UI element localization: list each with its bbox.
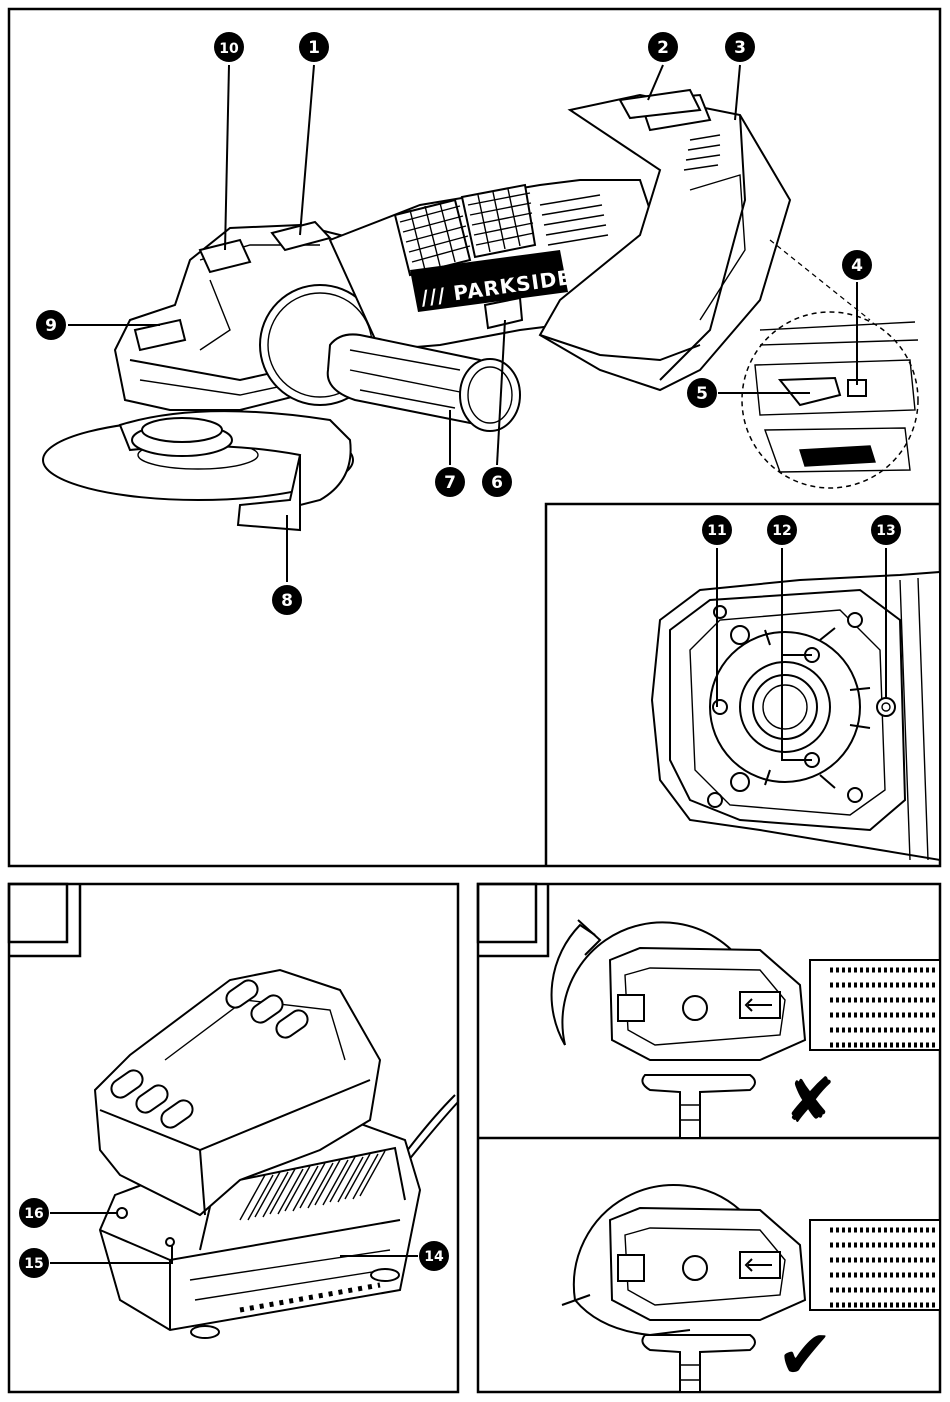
callout-9: 9 xyxy=(36,310,66,340)
callout-13: 13 xyxy=(871,515,901,545)
svg-text:9: 9 xyxy=(45,316,57,336)
callout-7: 7 xyxy=(435,467,465,497)
callout-1: 1 xyxy=(299,32,329,62)
callout-16: 16 xyxy=(19,1198,49,1228)
svg-text:3: 3 xyxy=(734,38,746,58)
panel-b: 16 15 14 xyxy=(9,884,458,1392)
svg-text:12: 12 xyxy=(772,523,791,539)
svg-text:1: 1 xyxy=(308,38,320,58)
svg-text:8: 8 xyxy=(281,591,293,611)
callout-15: 15 xyxy=(19,1248,49,1278)
svg-text:4: 4 xyxy=(851,256,863,276)
flange-detail-drawing xyxy=(652,572,940,860)
callout-11: 11 xyxy=(702,515,732,545)
svg-text:6: 6 xyxy=(491,473,503,493)
svg-text:7: 7 xyxy=(444,473,456,493)
callout-12: 12 xyxy=(767,515,797,545)
callout-14: 14 xyxy=(419,1241,449,1271)
callout-6: 6 xyxy=(482,467,512,497)
guard-position-wrong-drawing: ✘ xyxy=(552,920,940,1138)
callout-10: 10 xyxy=(214,32,244,62)
callout-2: 2 xyxy=(648,32,678,62)
panel-c: ✘ ✔ xyxy=(478,884,940,1395)
callout-5: 5 xyxy=(687,378,717,408)
panel-a: /// PARKSIDE xyxy=(9,9,940,866)
svg-text:14: 14 xyxy=(424,1249,444,1265)
svg-text:16: 16 xyxy=(24,1206,43,1222)
svg-text:10: 10 xyxy=(219,41,239,57)
svg-text:2: 2 xyxy=(657,38,669,58)
panel-c-letter-box xyxy=(478,884,536,942)
svg-text:5: 5 xyxy=(696,384,708,404)
guard-position-right-drawing: ✔ xyxy=(562,1185,940,1395)
callout-8: 8 xyxy=(272,585,302,615)
svg-text:11: 11 xyxy=(707,523,726,539)
svg-text:13: 13 xyxy=(876,523,895,539)
callout-4: 4 xyxy=(842,250,872,280)
wrong-mark: ✘ xyxy=(784,1064,836,1137)
svg-text:15: 15 xyxy=(24,1256,43,1272)
charger-drawing xyxy=(95,970,458,1338)
right-mark: ✔ xyxy=(777,1316,834,1395)
panel-b-letter-box xyxy=(9,884,67,942)
callout-3: 3 xyxy=(725,32,755,62)
angle-grinder-drawing: /// PARKSIDE xyxy=(43,90,918,530)
